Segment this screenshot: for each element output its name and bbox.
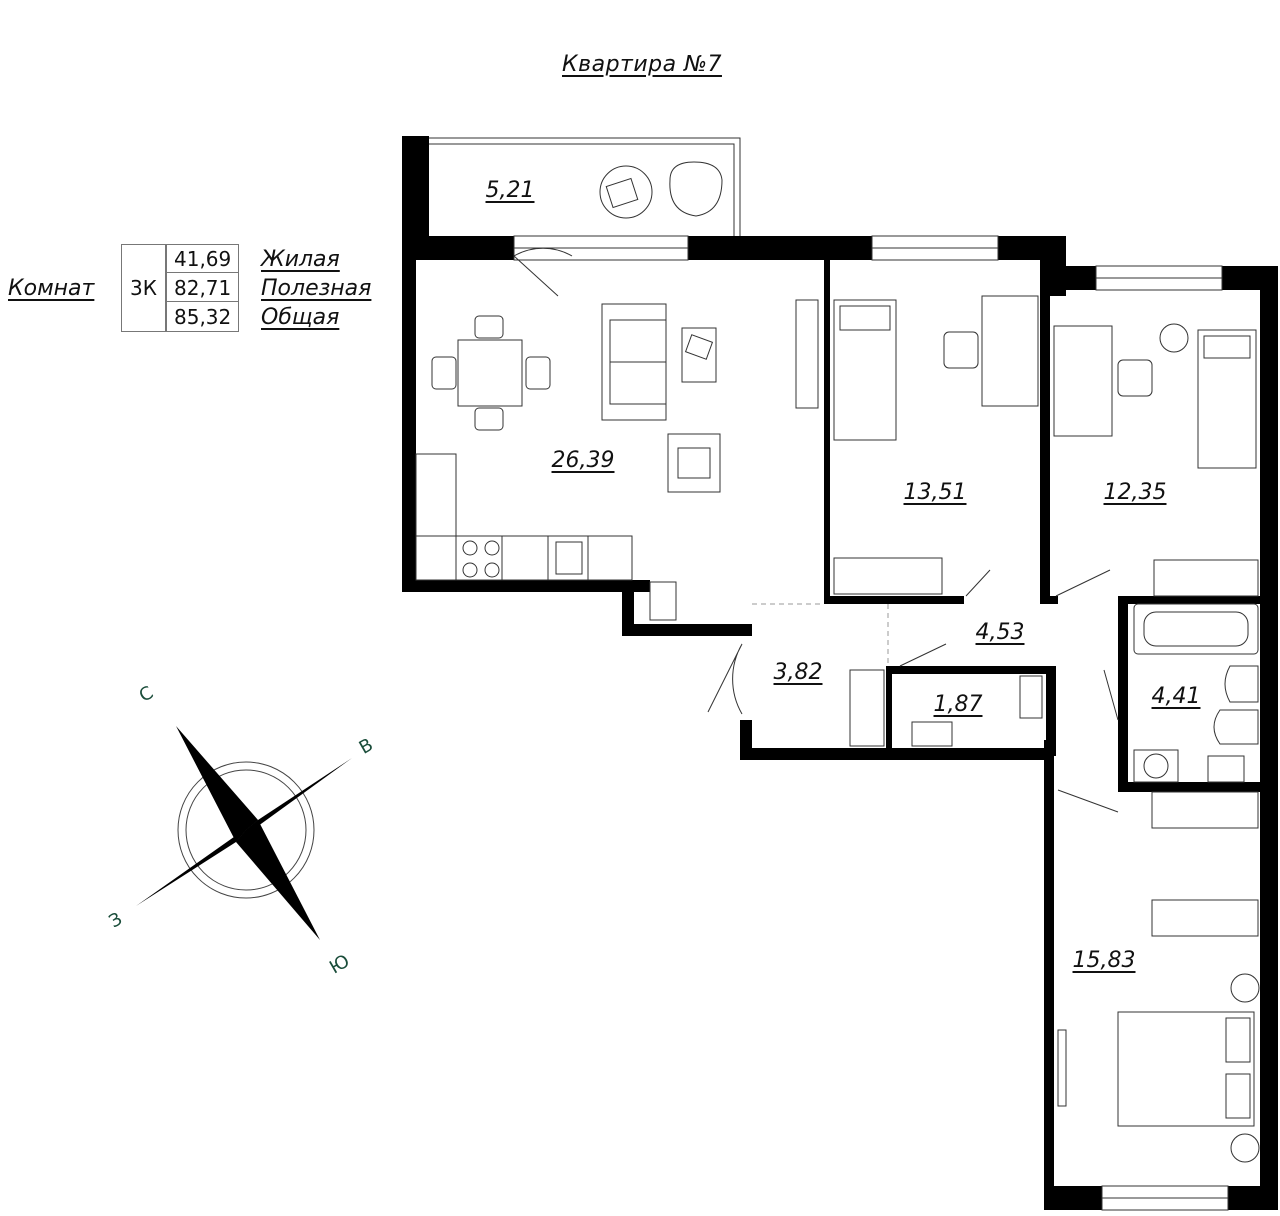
area-bedroom-1: 13,51 (903, 480, 967, 505)
plan-title: Квартира №7 (562, 52, 722, 77)
door (513, 247, 573, 297)
kitchen-counter (415, 453, 457, 581)
balcony-table (599, 165, 653, 219)
chair (943, 331, 979, 369)
wall (1044, 1186, 1102, 1210)
coffee-table (681, 327, 717, 383)
wall (622, 580, 634, 634)
wall (1118, 596, 1128, 792)
compass (136, 726, 352, 940)
bed (833, 299, 897, 441)
wc-sink (911, 721, 953, 747)
area-living-kitchen: 26,39 (551, 448, 615, 473)
areas-box (165, 244, 239, 332)
boiler (1207, 755, 1245, 783)
rooms-count: 3К (130, 276, 157, 300)
area-bathroom: 4,41 (1151, 684, 1201, 709)
wall (1118, 782, 1278, 792)
door (899, 643, 1119, 813)
wall (402, 236, 514, 260)
wall (1044, 740, 1054, 1210)
door (965, 569, 1111, 597)
living-area-value: 41,69 (174, 247, 232, 271)
area-balcony: 5,21 (485, 178, 535, 203)
wardrobe (1151, 791, 1259, 829)
useful-area-value: 82,71 (174, 276, 232, 300)
wall (402, 236, 416, 592)
areas-divider (165, 301, 238, 302)
bathtub (1133, 603, 1259, 655)
wall (1040, 260, 1050, 604)
wardrobe (1153, 559, 1259, 597)
wall (824, 596, 964, 604)
toilet (1213, 709, 1259, 745)
wall (1260, 790, 1278, 1210)
balcony-armchair (669, 161, 723, 217)
area-hall: 4,53 (975, 620, 1025, 645)
desk (981, 295, 1039, 407)
washbasin (1224, 665, 1259, 703)
living-area-label: Жилая (261, 247, 340, 272)
armchair (667, 433, 721, 493)
wall (1118, 596, 1278, 604)
washing-machine (1133, 749, 1179, 783)
kitchen-counter (415, 535, 633, 581)
wall (886, 666, 1056, 674)
wall (1050, 596, 1058, 604)
area-wc: 1,87 (933, 692, 983, 717)
desk (1053, 325, 1113, 437)
dining-table (457, 339, 523, 407)
areas-divider (165, 272, 238, 273)
rooms-count-box (121, 244, 167, 332)
chair (1117, 359, 1153, 397)
wall (688, 236, 872, 260)
kitchen-sink (555, 541, 583, 575)
total-area-label: Общая (261, 305, 340, 330)
tv-stand (1057, 1029, 1067, 1107)
boiler (649, 581, 677, 621)
area-bedroom-2: 12,35 (1103, 480, 1167, 505)
compass-needle (176, 726, 258, 842)
area-entry: 3,82 (773, 660, 823, 685)
wall (1260, 266, 1278, 788)
nightstand (1230, 973, 1260, 1003)
double-bed (1117, 1011, 1255, 1127)
wall (1046, 666, 1056, 756)
rooms-label: Комнат (8, 276, 95, 301)
wall (740, 748, 1052, 760)
wall (622, 624, 752, 636)
total-area-value: 85,32 (174, 305, 232, 329)
wall (402, 136, 429, 238)
nightstand (1159, 323, 1189, 353)
bed (1197, 329, 1257, 469)
area-master-bedroom: 15,83 (1072, 948, 1136, 973)
wall (402, 580, 650, 592)
balcony-glazing (429, 137, 741, 236)
useful-area-label: Полезная (261, 276, 372, 301)
wall (1046, 266, 1096, 290)
nightstand (1230, 1133, 1260, 1163)
tv-stand (795, 299, 819, 409)
wardrobe (1151, 899, 1259, 937)
wall (886, 666, 892, 758)
door (707, 643, 743, 715)
boiler (1019, 675, 1043, 719)
balcony-glazing (429, 143, 735, 236)
wardrobe (833, 557, 943, 595)
wall (824, 260, 830, 600)
wardrobe (849, 669, 885, 747)
